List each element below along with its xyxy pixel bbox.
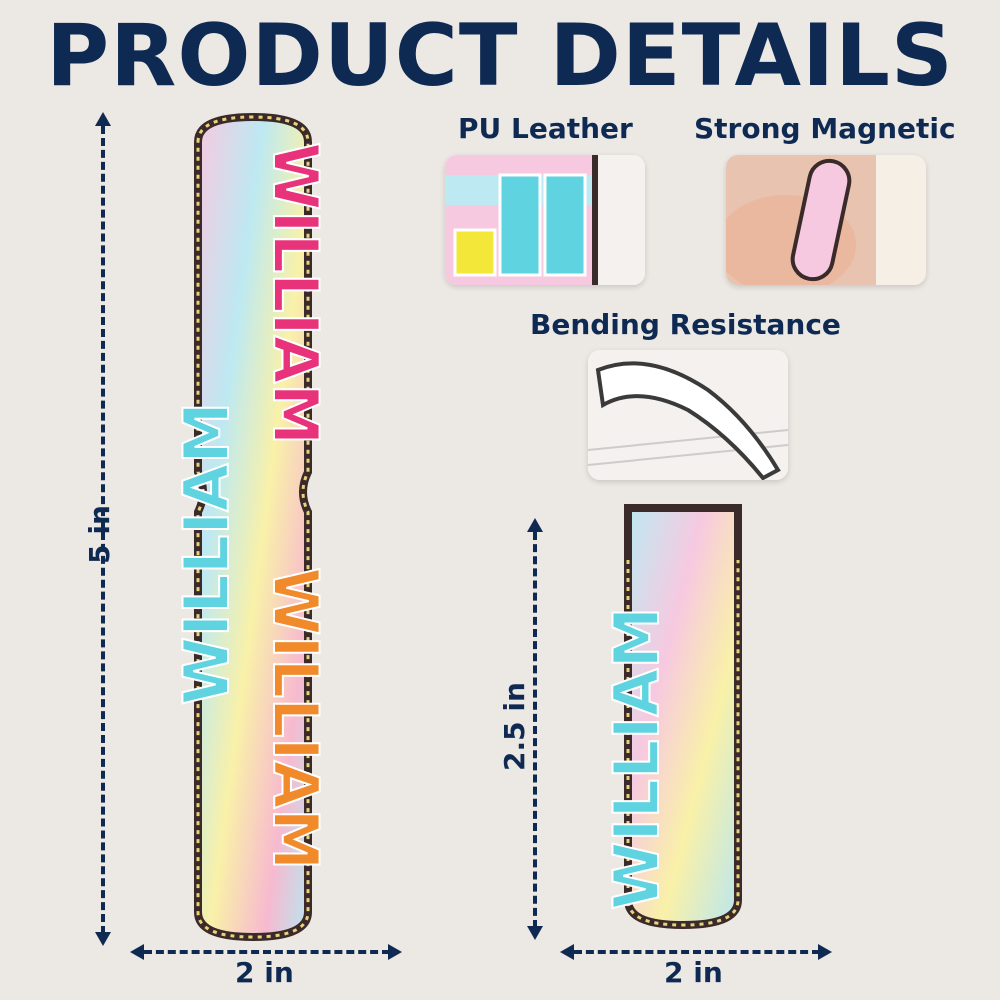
short-bookmark-text: WILLIAM <box>608 607 673 910</box>
short-height-label: 2.5 in <box>497 682 531 771</box>
short-width-label: 2 in <box>664 956 723 989</box>
bending-resistance-label: Bending Resistance <box>530 308 841 341</box>
bending-resistance-photo <box>588 350 788 480</box>
short-bookmark-image: WILLIAM <box>608 504 742 930</box>
pu-leather-photo <box>445 155 645 285</box>
long-height-label: 5 in <box>82 505 116 564</box>
strong-magnetic-photo <box>726 155 926 285</box>
long-bookmark-text-middle: WILLIAM <box>178 402 243 705</box>
page-title: PRODUCT DETAILS <box>46 6 954 106</box>
pu-leather-label: PU Leather <box>458 112 633 145</box>
long-bookmark-text-bottom: WILLIAM <box>259 567 328 870</box>
long-bookmark-text-top: WILLIAM <box>259 142 328 445</box>
strong-magnetic-label: Strong Magnetic <box>694 112 956 145</box>
long-width-label: 2 in <box>235 956 294 989</box>
long-bookmark-image: WILLIAM WILLIAM WILLIAM <box>178 112 328 942</box>
